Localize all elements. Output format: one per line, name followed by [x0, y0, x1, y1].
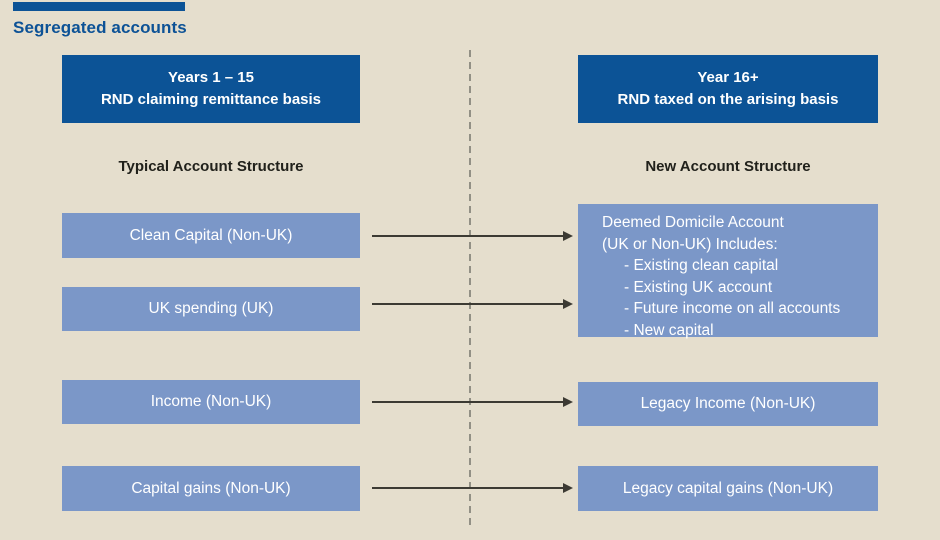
right-phase-header-line2: RND taxed on the arising basis: [617, 91, 839, 108]
deemed-domicile-bullet: - Future income on all accounts: [624, 300, 841, 317]
account-box-clean-capital: Clean Capital (Non-UK): [62, 213, 360, 258]
deemed-domicile-bullet: - New capital: [624, 321, 714, 339]
deemed-domicile-bullet: - Existing UK account: [624, 278, 773, 296]
account-box-uk-spending: UK spending (UK): [62, 287, 360, 331]
account-box-legacy-capital-gains: Legacy capital gains (Non-UK): [578, 466, 878, 511]
left-phase-header: Years 1 – 15 RND claiming remittance bas…: [62, 55, 360, 123]
account-box-income: Income (Non-UK): [62, 380, 360, 424]
flow-arrow-icon: [372, 231, 573, 241]
deemed-domicile-line2: (UK or Non-UK) Includes:: [602, 235, 778, 253]
page-title: Segregated accounts: [13, 18, 187, 37]
flow-arrow-icon: [372, 397, 573, 407]
left-phase-header-line1: Years 1 – 15: [168, 69, 254, 86]
right-phase-header: Year 16+ RND taxed on the arising basis: [578, 55, 878, 123]
left-phase-header-line2: RND claiming remittance basis: [100, 91, 322, 108]
left-column-label: Typical Account Structure: [118, 158, 304, 175]
flow-arrow-icon: [372, 299, 573, 309]
flow-arrow-icon: [372, 483, 573, 493]
account-box-deemed-domicile: Deemed Domicile Account (UK or Non-UK) I…: [578, 204, 878, 339]
right-phase-header-line1: Year 16+: [697, 69, 759, 86]
right-column-label: New Account Structure: [645, 158, 811, 175]
dashed-divider-line: [469, 50, 471, 528]
deemed-domicile-bullet: - Existing clean capital: [624, 257, 779, 274]
account-box-legacy-income: Legacy Income (Non-UK): [578, 382, 878, 426]
title-accent-bar: [13, 2, 185, 11]
deemed-domicile-line1: Deemed Domicile Account: [602, 214, 784, 231]
account-box-capital-gains: Capital gains (Non-UK): [62, 466, 360, 511]
